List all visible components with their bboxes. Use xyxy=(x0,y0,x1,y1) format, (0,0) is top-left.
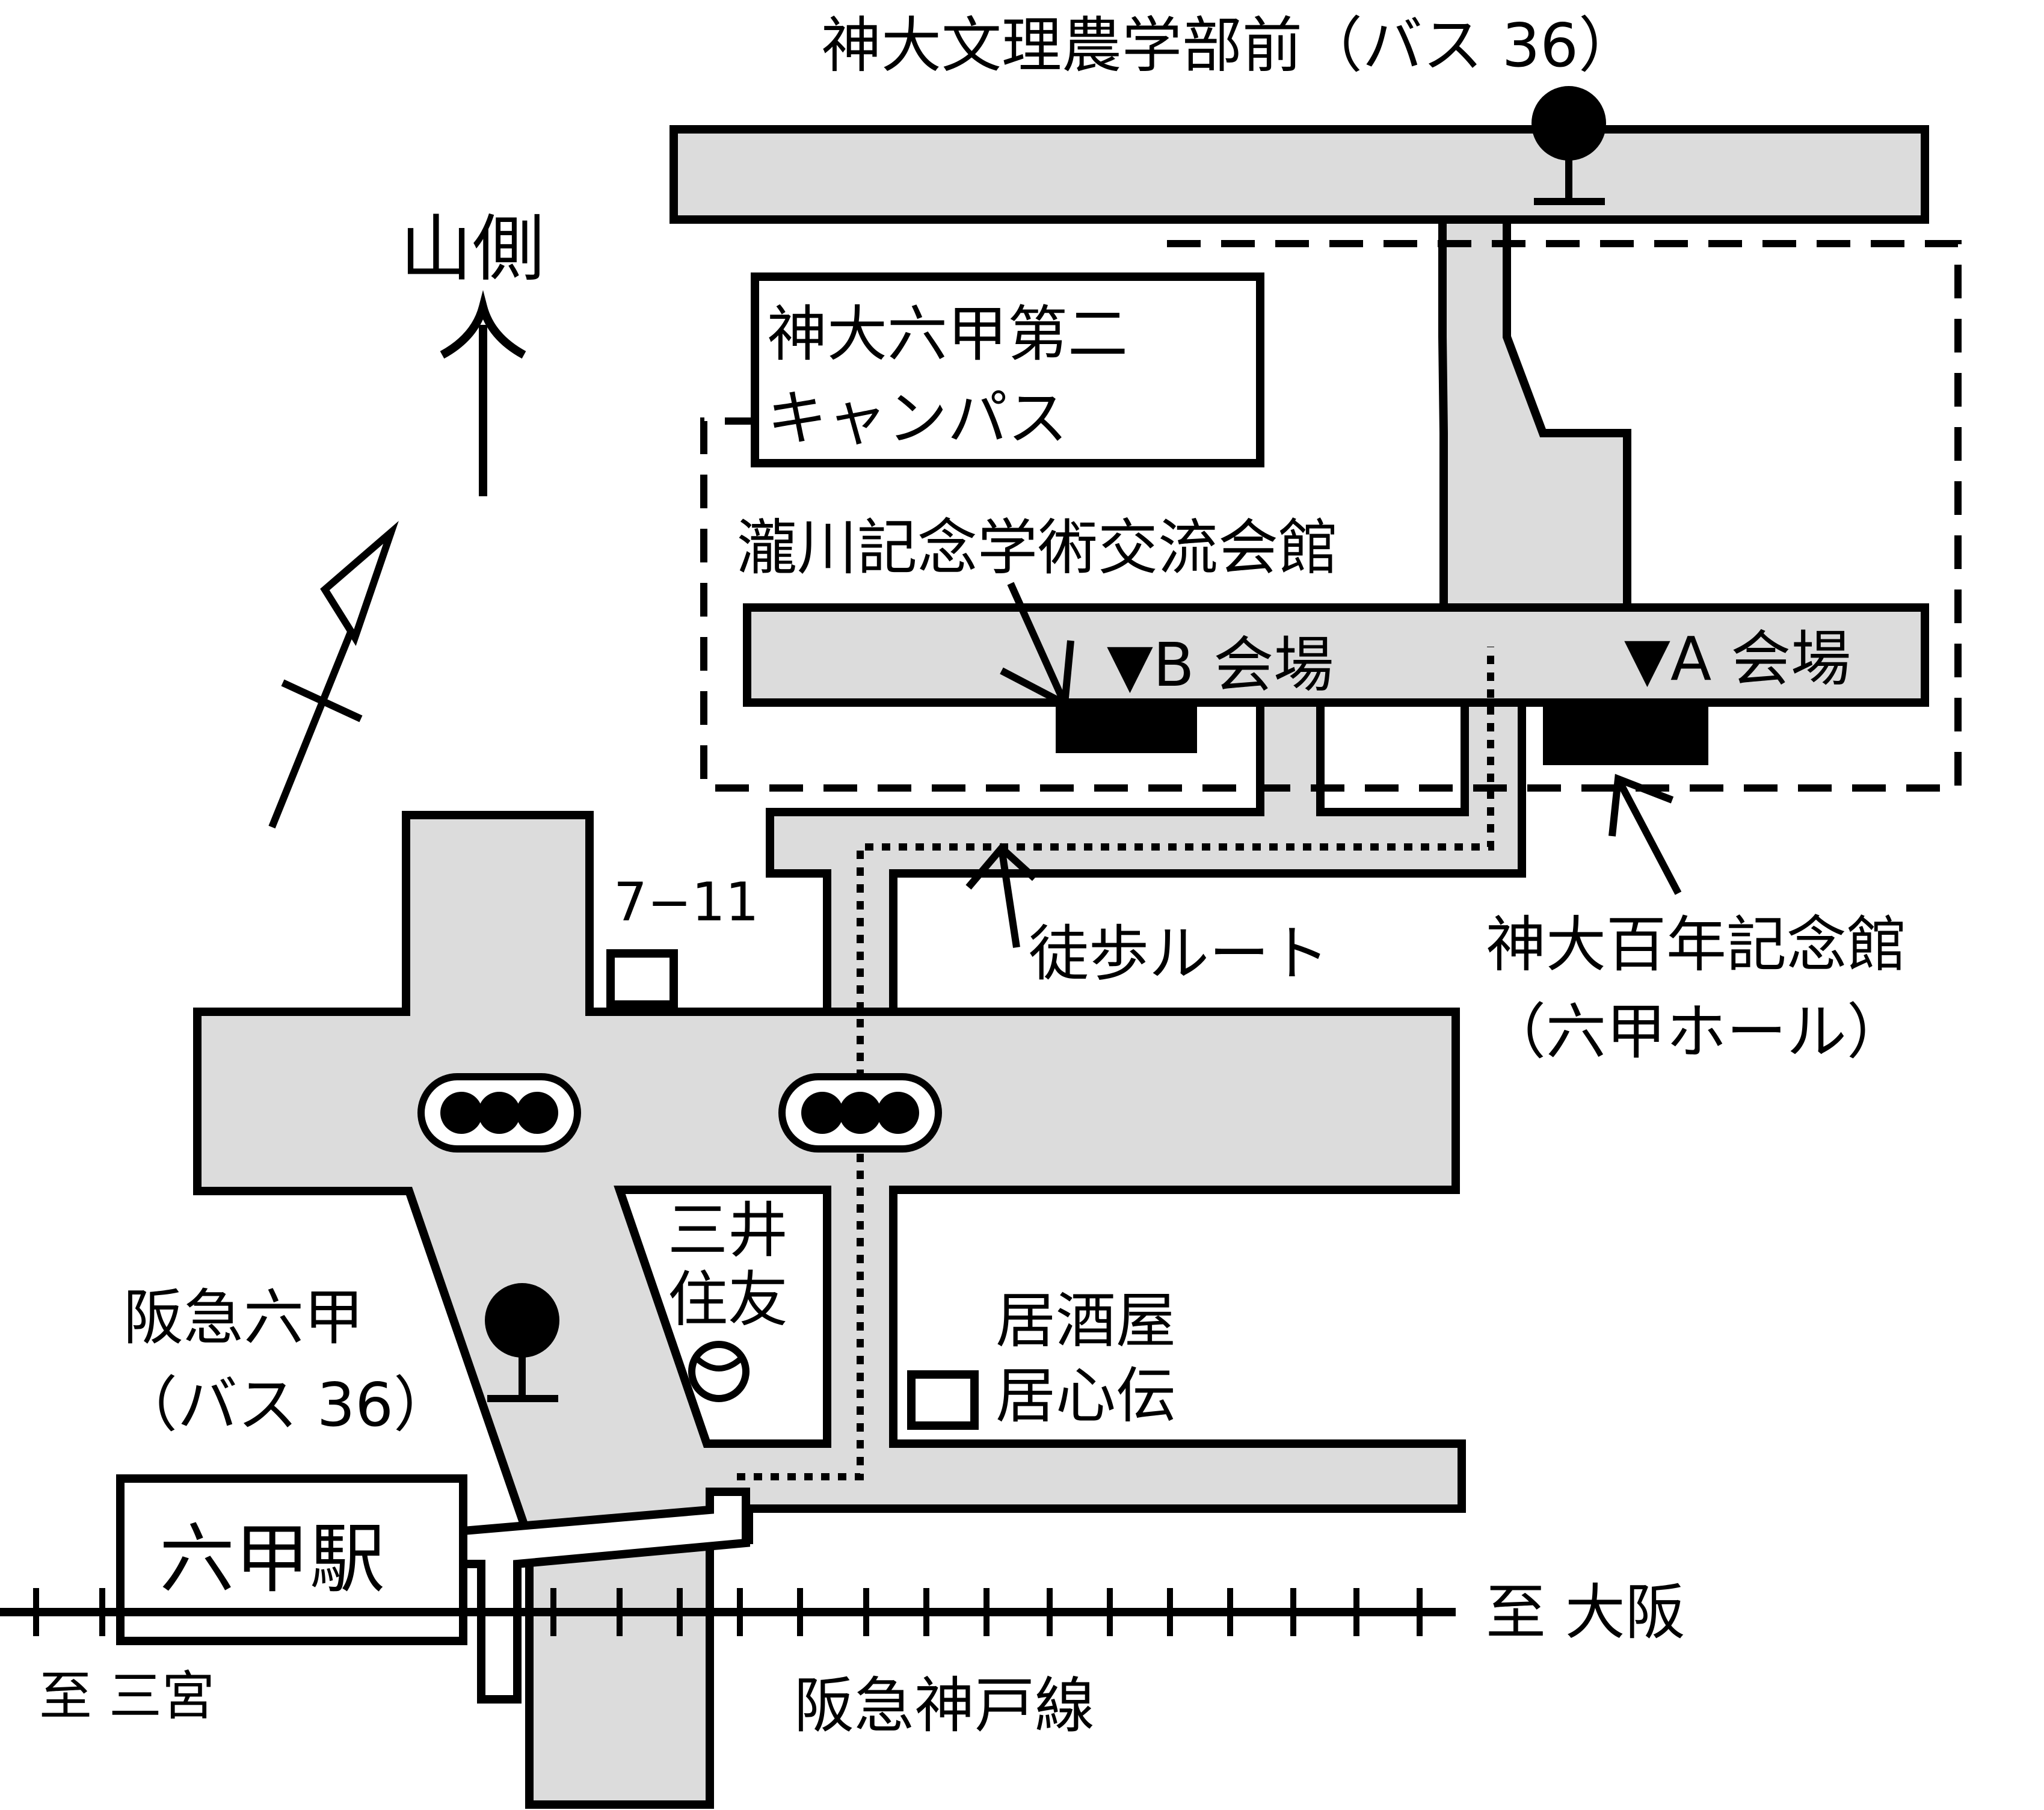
memorial-pointer-arrow xyxy=(1608,774,1682,895)
road-main-cross xyxy=(193,811,1466,1544)
railway-name-label: 阪急神戸線 xyxy=(794,1670,1095,1741)
takikawa-hall-building xyxy=(1056,699,1197,753)
walking-route-path xyxy=(737,647,1494,1480)
seven-eleven-store xyxy=(606,949,678,1009)
campus-block-middle xyxy=(1316,698,1469,816)
bus-stop-bottom-label-line1: 阪急六甲 xyxy=(123,1282,364,1353)
campus-name-line1: 神大六甲第二 xyxy=(767,299,1128,369)
walking-route-label: 徒歩ルート xyxy=(1029,919,1329,989)
campus-name-line2: キャンパス xyxy=(767,383,1068,454)
north-arrow-icon xyxy=(440,290,526,496)
road-south xyxy=(525,1536,714,1809)
izakaya-label-line1: 居酒屋 xyxy=(996,1285,1176,1356)
memorial-hall-label-line2: （六甲ホール） xyxy=(1486,997,1907,1067)
railway-line xyxy=(0,1588,1456,1636)
campus-label-box xyxy=(751,272,1264,467)
to-osaka-label: 至 大阪 xyxy=(1486,1577,1685,1648)
bus-stop-icon xyxy=(1531,86,1606,205)
north-label: 山側 xyxy=(400,208,544,291)
izakaya-store xyxy=(907,1370,979,1430)
bus-stop-icon xyxy=(485,1283,559,1402)
traffic-light-icon xyxy=(778,1073,942,1153)
hall-a-label: ▼A 会場 xyxy=(1624,624,1851,694)
takikawa-label: 瀧川記念学術交流会館 xyxy=(737,513,1338,583)
road-campus xyxy=(743,603,1929,707)
compass-icon xyxy=(268,520,399,829)
bank-label-line2: 住友 xyxy=(668,1264,788,1335)
seven-eleven-label: 7−11 xyxy=(614,871,759,933)
bank-logo-icon xyxy=(688,1341,750,1402)
road-campus-access xyxy=(1438,215,1631,612)
traffic-light-icon xyxy=(417,1073,581,1153)
roads xyxy=(193,125,1929,1809)
bus-stop-top-label: 神大文理農学部前（バス 36） xyxy=(821,10,1639,81)
bank-label-line1: 三井 xyxy=(668,1195,788,1266)
campus-boundary xyxy=(700,240,1962,792)
memorial-hall-label-line1: 神大百年記念館 xyxy=(1486,910,1907,980)
hall-b-label: ▼B 会場 xyxy=(1107,630,1334,700)
station-name: 六甲駅 xyxy=(159,1516,385,1603)
bus-stop-bottom-label-line2: （バス 36） xyxy=(117,1370,454,1440)
izakaya-label-line2: 居心伝 xyxy=(996,1361,1176,1431)
road-top xyxy=(670,125,1929,224)
station-corridor xyxy=(459,1488,750,1704)
bank-block xyxy=(614,1186,831,1448)
takikawa-pointer-arrow xyxy=(1000,582,1074,710)
walking-route-pointer-arrow xyxy=(965,843,1038,948)
to-sannomiya-label: 至 三宮 xyxy=(39,1665,215,1727)
memorial-hall-building xyxy=(1543,699,1708,765)
